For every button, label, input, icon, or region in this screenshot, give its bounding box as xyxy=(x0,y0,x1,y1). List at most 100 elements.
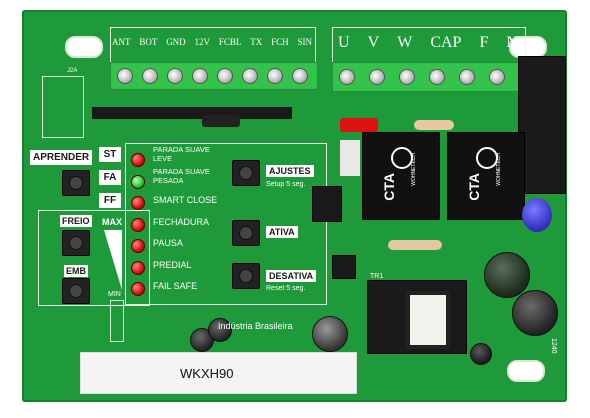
terminal-label-12v: 12V xyxy=(194,37,211,47)
terminal-screw xyxy=(192,68,208,84)
freio-button[interactable] xyxy=(62,230,90,256)
ff-label: FF xyxy=(99,193,121,208)
model-name: WKXH90 xyxy=(180,366,234,381)
left-terminal-block xyxy=(110,62,318,90)
ajustes-button[interactable] xyxy=(232,160,260,186)
label-pausa: PAUSA xyxy=(153,238,183,248)
emb-label: EMB xyxy=(64,265,88,277)
ajustes-label: AJUSTES xyxy=(266,165,314,177)
terminal-label-bot: BOT xyxy=(139,37,158,47)
terminal-screw xyxy=(489,69,505,85)
terminal-label-u: U xyxy=(338,34,350,51)
label-fechadura: FECHADURA xyxy=(153,217,210,227)
industria-brasileira: Indústria Brasileira xyxy=(218,321,293,331)
terminal-label-fcbl: FCBL xyxy=(218,37,242,47)
terminal-screw xyxy=(117,68,133,84)
desativa-button[interactable] xyxy=(232,263,260,289)
fa-label: FA xyxy=(99,170,121,185)
relay-sub-left: WOHNETECH xyxy=(411,153,417,186)
aprender-label: APRENDER xyxy=(30,150,93,165)
terminal-label-ant: ANT xyxy=(112,37,131,47)
terminal-screw xyxy=(292,68,308,84)
electrolytic-capacitor-3 xyxy=(470,343,492,365)
white-component xyxy=(340,140,360,176)
resistor-black xyxy=(202,115,240,127)
led-predial xyxy=(131,261,145,275)
terminal-screw xyxy=(399,69,415,85)
electrolytic-capacitor-2 xyxy=(512,290,558,336)
relay-sub-right: WOHNETECH xyxy=(496,153,502,186)
circuit-board: ANT BOT GND 12V FCBL TX FCH SIN U V W CA… xyxy=(22,10,567,402)
pcb-code: 1240 xyxy=(550,338,557,354)
relay-left: CTA WOHNETECH xyxy=(362,132,440,220)
terminal-label-fch: FCH xyxy=(271,37,289,47)
emb-button[interactable] xyxy=(62,278,90,304)
terminal-label-gnd: GND xyxy=(166,37,186,47)
terminal-screw xyxy=(242,68,258,84)
terminal-screw xyxy=(429,69,445,85)
resistor-striped xyxy=(414,120,454,130)
small-capacitor-3 xyxy=(312,316,348,352)
ativa-button[interactable] xyxy=(232,220,260,246)
freio-emb-outline xyxy=(38,210,150,306)
relay-right: CTA WOHNETECH xyxy=(447,132,525,220)
terminal-label-f: F xyxy=(479,34,489,51)
black-capacitor xyxy=(518,56,566,194)
relay-logo-left xyxy=(391,147,413,169)
relay-logo-right xyxy=(476,147,498,169)
terminal-label-w: W xyxy=(397,34,413,51)
ic-chip-upper xyxy=(312,186,342,222)
resistor-middle xyxy=(388,240,442,250)
led-area-outline xyxy=(125,143,327,305)
transformer-coil xyxy=(406,291,450,349)
left-terminal-labels: ANT BOT GND 12V FCBL TX FCH SIN xyxy=(112,38,312,47)
ic-strip xyxy=(92,107,292,119)
j2a-connector xyxy=(42,76,84,138)
right-terminal-labels: U V W CAP F N xyxy=(338,35,518,51)
min-label: MIN xyxy=(108,291,121,298)
led-fechadura xyxy=(131,218,145,232)
label-predial: PREDIAL xyxy=(153,260,192,270)
mounting-hole-top-left xyxy=(65,36,103,58)
transformer xyxy=(367,280,467,354)
right-terminal-block xyxy=(332,62,519,92)
led-fail-safe xyxy=(131,282,145,296)
terminal-label-sin: SIN xyxy=(297,37,312,47)
terminal-screw xyxy=(339,69,355,85)
red-fuse xyxy=(340,118,378,132)
label-parada-suave-pesada: PARADA SUAVE PESADA xyxy=(153,167,210,185)
small-capacitor-1 xyxy=(190,328,214,352)
desativa-label: DESATIVA xyxy=(266,270,317,282)
terminal-label-n: N xyxy=(506,34,518,51)
terminal-label-tx: TX xyxy=(250,37,263,47)
relay-brand-right: CTA xyxy=(466,173,482,201)
led-parada-suave-leve xyxy=(131,153,145,167)
small-capacitor-2 xyxy=(208,318,232,342)
setup-label: Setup 5 seg. xyxy=(266,181,306,188)
label-fail-safe: FAIL SAFE xyxy=(153,281,198,291)
j2a-label: J2A xyxy=(67,68,78,74)
level-triangle xyxy=(104,230,122,290)
terminal-screw xyxy=(142,68,158,84)
terminal-screw xyxy=(369,69,385,85)
ic-chip-lower xyxy=(332,255,356,279)
bottom-header xyxy=(110,300,124,342)
reset-label: Reset 5 seg. xyxy=(266,285,306,292)
terminal-screw xyxy=(167,68,183,84)
relay-brand-left: CTA xyxy=(381,173,397,201)
mounting-hole-bottom-right xyxy=(507,360,545,382)
model-label-strip xyxy=(80,352,357,394)
tr1-label: TR1 xyxy=(370,273,384,280)
led-parada-suave-pesada xyxy=(131,175,145,189)
terminal-screw xyxy=(459,69,475,85)
aprender-button[interactable] xyxy=(62,170,90,196)
label-smart-close: SMART CLOSE xyxy=(153,195,218,205)
terminal-screw xyxy=(217,68,233,84)
max-label: MAX xyxy=(102,217,122,227)
electrolytic-capacitor-1 xyxy=(484,252,530,298)
led-pausa xyxy=(131,239,145,253)
st-label: ST xyxy=(99,147,121,162)
ativa-label: ATIVA xyxy=(266,226,298,238)
freio-label: FREIO xyxy=(60,215,92,227)
led-smart-close xyxy=(131,196,145,210)
